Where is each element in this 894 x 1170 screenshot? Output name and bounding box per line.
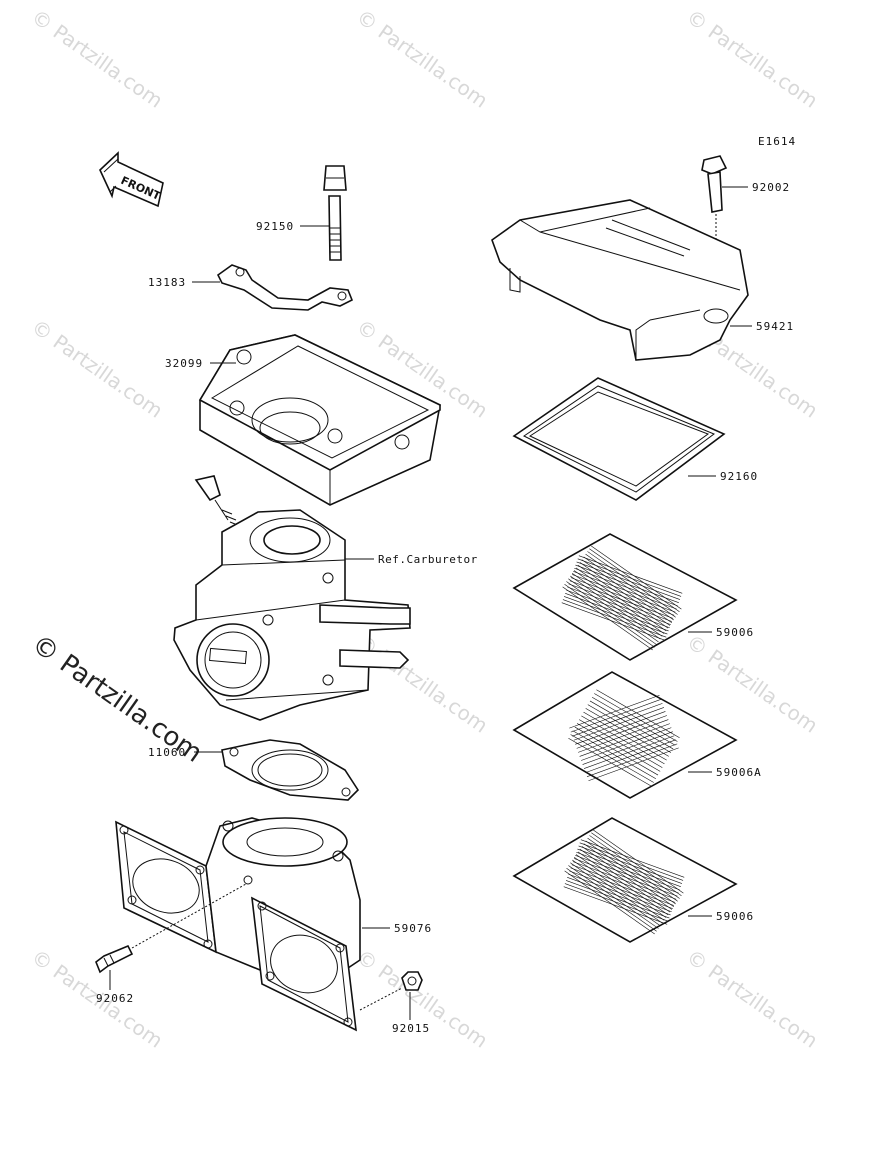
mesh-line (573, 857, 665, 921)
part-label-92062: 92062 (96, 992, 134, 1005)
leader-line (359, 987, 403, 1011)
gasket-11060 (221, 739, 360, 801)
nut-92015 (401, 971, 423, 991)
mesh-line (568, 737, 652, 787)
mesh-line (574, 726, 659, 776)
airbox-base-32099 (198, 334, 441, 506)
part-label-59006A: 59006A (716, 766, 762, 779)
mesh-line (566, 589, 670, 629)
mesh-line (579, 719, 663, 768)
mesh-line (564, 883, 669, 922)
mesh-line (577, 851, 669, 916)
mesh-line (593, 829, 684, 894)
filter-element-59006-bottom (512, 817, 738, 943)
mesh-line (565, 593, 669, 632)
mesh-line (566, 867, 657, 932)
mesh-line (582, 731, 673, 765)
mesh-line (571, 573, 663, 637)
mesh-line (575, 854, 667, 918)
mesh-line (570, 575, 661, 640)
mesh-line (575, 711, 666, 745)
watermark: © Partzilla.com (352, 629, 492, 737)
part-label-92002: 92002 (752, 181, 790, 194)
mesh-line (572, 730, 657, 780)
mesh-line (575, 567, 667, 632)
mesh-line (570, 734, 654, 783)
mesh-line (577, 564, 669, 629)
mesh-line (581, 846, 673, 910)
mesh-line (568, 578, 659, 643)
mesh-line (576, 723, 661, 772)
mesh-line (581, 727, 672, 761)
part-label-59421: 59421 (756, 320, 794, 333)
watermark: © Partzilla.com (682, 944, 822, 1052)
mesh-line (562, 586, 653, 651)
part-label-32099: 32099 (165, 357, 203, 370)
mesh-line (578, 719, 669, 753)
part-label-59076: 59076 (394, 922, 432, 935)
mesh-line (583, 735, 675, 769)
mesh-line (564, 870, 655, 935)
mesh-line (562, 599, 667, 638)
mesh-line (579, 723, 670, 757)
mesh-line (581, 715, 665, 765)
part-label-59006-bottom: 59006 (716, 910, 754, 923)
watermark: © Partzilla.com (352, 4, 492, 112)
mesh-line (586, 743, 678, 777)
mesh-line (566, 581, 657, 645)
mesh-line (561, 602, 666, 641)
mesh-line (585, 739, 676, 773)
cover-59421 (491, 199, 749, 361)
mesh-line (572, 859, 663, 924)
mesh-line (572, 703, 663, 737)
part-label-11060: 11060 (148, 746, 186, 759)
mesh-line (570, 862, 661, 927)
mesh-line (563, 596, 668, 635)
mesh-line (585, 708, 669, 757)
mesh-line (579, 562, 671, 626)
seal-92160 (512, 377, 726, 501)
part-label-92150: 92150 (256, 220, 294, 233)
mesh-line (563, 886, 668, 925)
front-arrow-icon: FRONT (99, 151, 164, 208)
mesh-line (579, 848, 671, 913)
bolt-92150 (323, 165, 347, 261)
watermark: © Partzilla.com (352, 944, 492, 1052)
mesh-line (564, 583, 655, 648)
mesh-line (591, 696, 676, 746)
mesh-line (576, 715, 667, 749)
mesh-line (568, 865, 659, 929)
mesh-line (568, 873, 672, 913)
filter-element-59006-top (512, 533, 738, 661)
mesh-line (587, 704, 672, 753)
mesh-line (565, 880, 670, 919)
mesh-line (583, 711, 667, 761)
watermark: © Partzilla.com (27, 4, 167, 112)
part-label-59006-top: 59006 (716, 626, 754, 639)
stud-92062 (95, 944, 134, 974)
leader-line (131, 883, 247, 949)
carburetor (173, 475, 411, 721)
watermark: © Partzilla.com (27, 314, 167, 422)
part-label-92015: 92015 (392, 1022, 430, 1035)
mesh-line (591, 545, 682, 610)
manifold-59076 (115, 817, 361, 1032)
filter-element-59006A (512, 671, 738, 799)
mesh-line (580, 839, 685, 878)
watermark: © Partzilla.com (682, 4, 822, 112)
bracket-13183 (216, 264, 354, 311)
mesh-line (588, 747, 679, 782)
diagram-code: E1614 (758, 135, 796, 148)
part-label-13183: 13183 (148, 276, 186, 289)
mesh-line (567, 877, 671, 916)
mesh-line (578, 555, 683, 594)
reference-label-carburetor: Ref.Carburetor (378, 553, 478, 566)
bolt-92002 (701, 155, 728, 213)
mesh-line (573, 570, 665, 634)
part-label-92160: 92160 (720, 470, 758, 483)
